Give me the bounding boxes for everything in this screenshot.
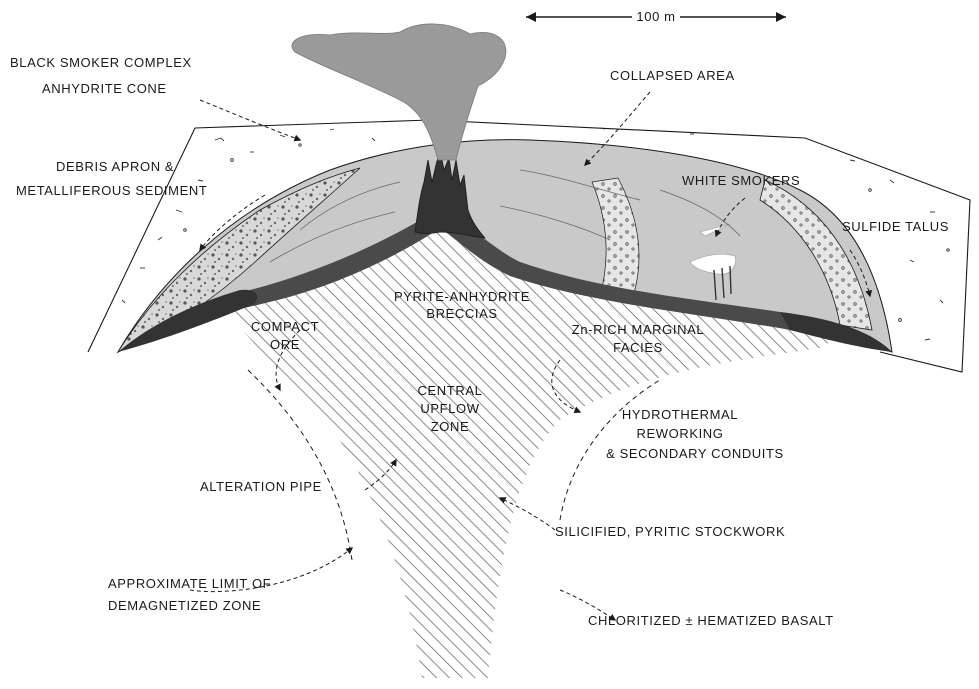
label-collapsed-area: COLLAPSED AREA bbox=[610, 67, 735, 84]
label-hydrothermal-1: HYDROTHERMAL bbox=[580, 406, 780, 423]
label-pyrite-anhydrite-1: PYRITE-ANHYDRITE bbox=[372, 288, 552, 305]
label-zn-rich-2: FACIES bbox=[548, 339, 728, 356]
label-alteration-pipe: ALTERATION PIPE bbox=[200, 478, 322, 495]
smoke-plume bbox=[292, 24, 506, 160]
label-compact-ore-1: COMPACT bbox=[240, 318, 330, 335]
label-approx-limit-2: DEMAGNETIZED ZONE bbox=[108, 597, 261, 614]
label-silicified-stockwork: SILICIFIED, PYRITIC STOCKWORK bbox=[555, 523, 785, 540]
leader-black-smoker bbox=[200, 100, 300, 140]
label-compact-ore-2: ORE bbox=[240, 336, 330, 353]
label-central-upflow-3: ZONE bbox=[405, 418, 495, 435]
label-hydrothermal-2: REWORKING bbox=[580, 425, 780, 442]
label-zn-rich-1: Zn-RICH MARGINAL bbox=[548, 321, 728, 338]
label-white-smokers: WHITE SMOKERS bbox=[682, 172, 800, 189]
scale-bar-label: 100 m bbox=[632, 8, 680, 25]
label-chloritized-basalt: CHLORITIZED ± HEMATIZED BASALT bbox=[588, 612, 834, 629]
label-debris-apron-1: DEBRIS APRON & bbox=[56, 158, 174, 175]
label-debris-apron-2: METALLIFEROUS SEDIMENT bbox=[16, 182, 207, 199]
label-central-upflow-2: UPFLOW bbox=[405, 400, 495, 417]
label-anhydrite-cone: ANHYDRITE CONE bbox=[42, 80, 167, 97]
label-hydrothermal-3: & SECONDARY CONDUITS bbox=[580, 445, 810, 462]
label-pyrite-anhydrite-2: BRECCIAS bbox=[372, 305, 552, 322]
label-sulfide-talus: SULFIDE TALUS bbox=[842, 218, 949, 235]
label-central-upflow-1: CENTRAL bbox=[405, 382, 495, 399]
label-black-smoker-complex: BLACK SMOKER COMPLEX bbox=[10, 54, 192, 71]
label-approx-limit-1: APPROXIMATE LIMIT OF bbox=[108, 575, 271, 592]
